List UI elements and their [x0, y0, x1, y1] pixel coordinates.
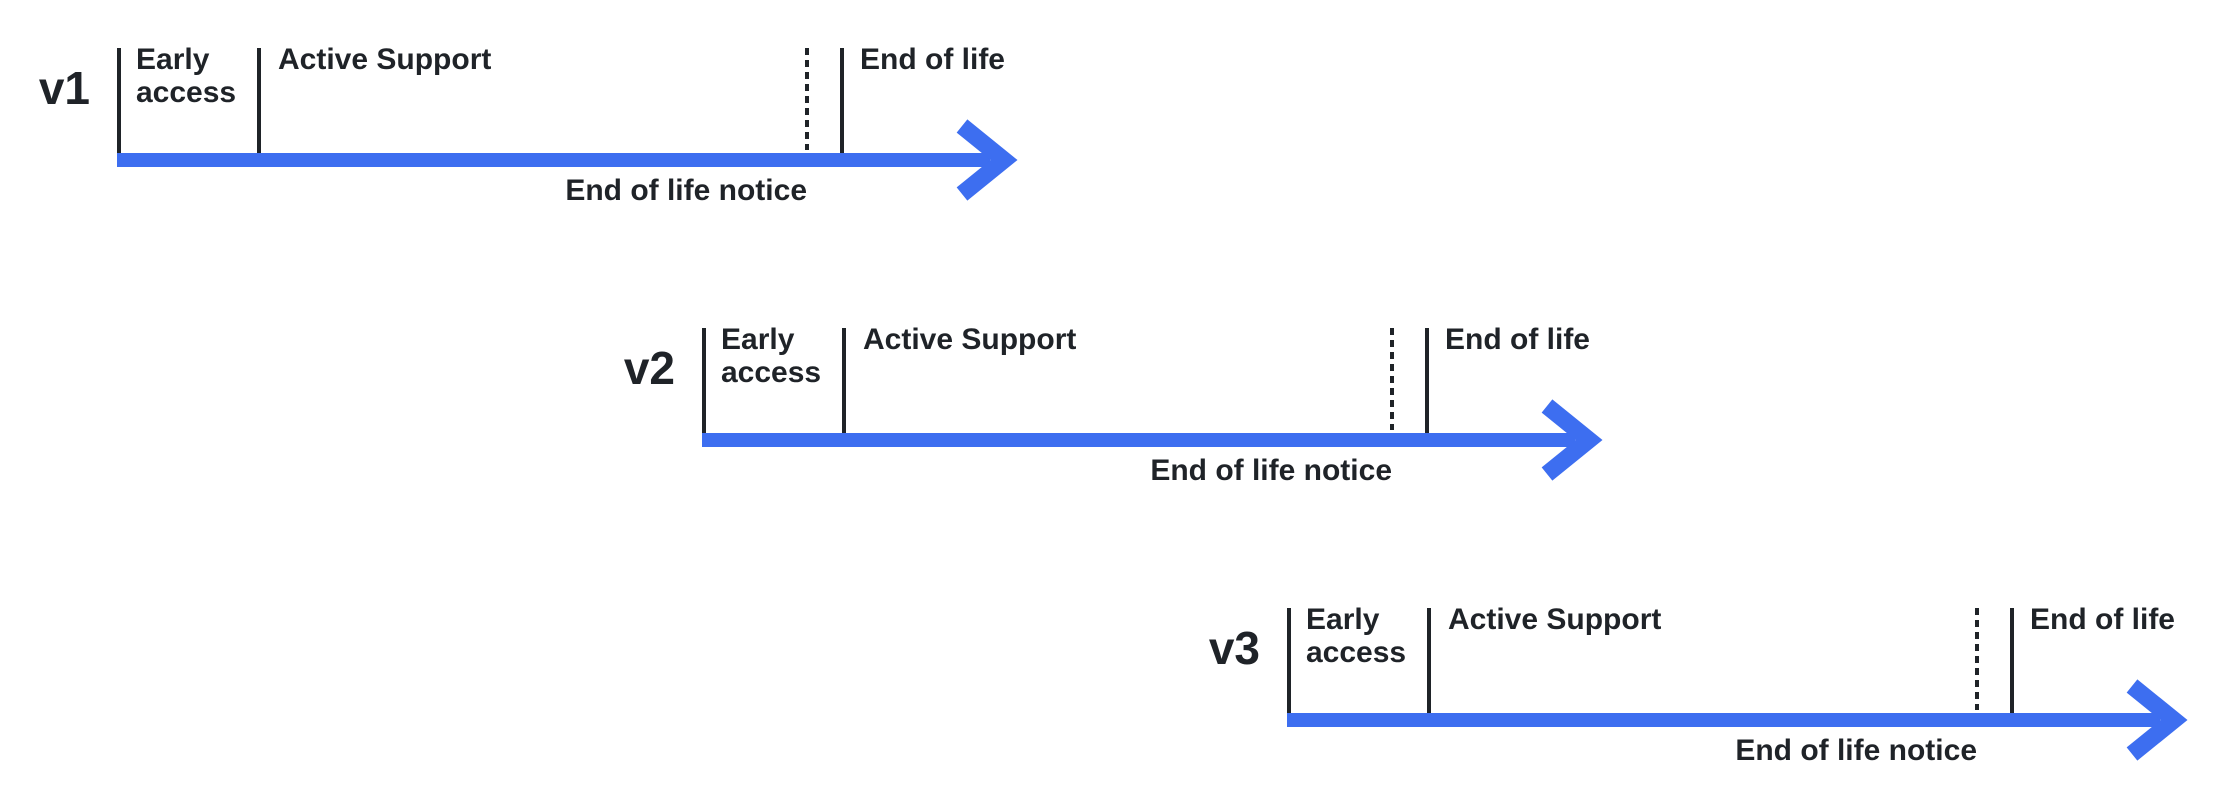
version-label: v2: [623, 342, 675, 394]
version-label: v1: [38, 62, 90, 114]
timeline-v3: v3 Early access Active Support End of li…: [1170, 560, 2228, 790]
active-support-label: Active Support: [278, 43, 492, 76]
timeline-v2: v2 Early access Active Support End of li…: [585, 280, 1645, 510]
end-of-life-notice-label: End of life notice: [565, 174, 807, 207]
version-label: v3: [1208, 622, 1260, 674]
timeline-arrow-head-icon: [1541, 399, 1603, 481]
end-of-life-notice-label: End of life notice: [1150, 454, 1392, 487]
timeline-v1-graphics: [117, 48, 1018, 201]
end-of-life-label: End of life: [860, 43, 1005, 76]
active-support-label: Active Support: [1448, 603, 1662, 636]
end-of-life-label: End of life: [1445, 323, 1590, 356]
timeline-arrow-head-icon: [2126, 679, 2188, 761]
early-access-label: Early access: [721, 323, 822, 389]
timeline-v2-graphics: [702, 328, 1603, 481]
timeline-v1: v1 Early access Active Support End of li…: [0, 0, 1060, 230]
early-access-label: Early access: [136, 43, 237, 109]
timeline-v3-graphics: [1287, 608, 2188, 761]
timeline-arrow-head-icon: [956, 119, 1018, 201]
early-access-label: Early access: [1306, 603, 1407, 669]
active-support-label: Active Support: [863, 323, 1077, 356]
end-of-life-label: End of life: [2030, 603, 2175, 636]
end-of-life-notice-label: End of life notice: [1735, 734, 1977, 767]
